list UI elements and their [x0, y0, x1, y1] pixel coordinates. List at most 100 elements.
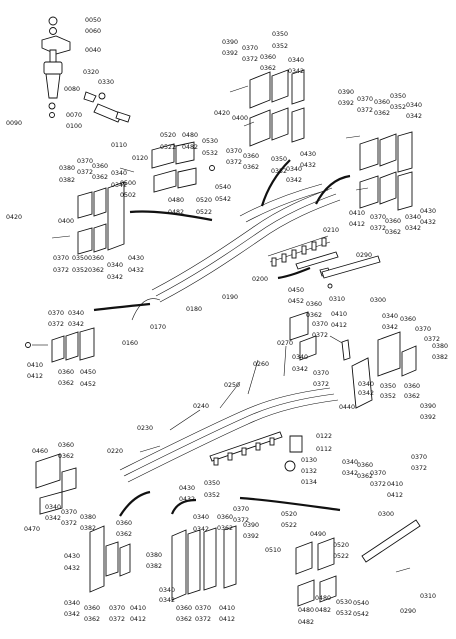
part-label-0360e: 0360	[92, 163, 108, 170]
part-label-0352b: 0352	[271, 168, 287, 175]
part-label-0362j: 0362	[404, 393, 420, 400]
part-label-0340g: 0340	[68, 310, 84, 317]
part-label-0380c: 0380	[80, 514, 96, 521]
part-label-0120: 0120	[132, 155, 148, 162]
part-label-0520a: 0520	[160, 132, 176, 139]
part-label-0270: 0270	[277, 340, 293, 347]
part-label-0420a: 0420	[214, 110, 230, 117]
part-label-0410f: 0410	[219, 605, 235, 612]
part-label-0522a: 0522	[160, 144, 176, 151]
part-label-0372m: 0372	[61, 520, 77, 527]
part-label-0530b: 0530	[336, 599, 352, 606]
arrows	[93, 159, 351, 517]
part-label-0300b: 0300	[378, 511, 394, 518]
part-label-0340l: 0340	[45, 504, 61, 511]
part-label-0362f: 0362	[88, 267, 104, 274]
injector-assembly	[41, 16, 131, 123]
part-label-0340n: 0340	[64, 600, 80, 607]
part-label-0342h: 0342	[292, 366, 308, 373]
part-label-0340d: 0340	[405, 214, 421, 221]
part-label-0432d: 0432	[179, 496, 195, 503]
part-label-0432c: 0432	[128, 267, 144, 274]
part-label-0370b: 0370	[226, 148, 242, 155]
part-label-0382d: 0382	[146, 563, 162, 570]
part-label-0342b: 0342	[286, 177, 302, 184]
part-label-0362g: 0362	[58, 380, 74, 387]
part-label-0290a: 0290	[356, 252, 372, 259]
part-label-0432e: 0432	[64, 565, 80, 572]
part-label-0362k: 0362	[357, 473, 373, 480]
part-label-0430b: 0430	[420, 208, 436, 215]
part-label-0390c: 0390	[420, 403, 436, 410]
part-label-0362l: 0362	[58, 453, 74, 460]
part-label-0410c: 0410	[331, 311, 347, 318]
part-label-0410a: 0410	[349, 210, 365, 217]
part-label-0370g: 0370	[48, 310, 64, 317]
part-label-0360j: 0360	[404, 383, 420, 390]
part-label-0132: 0132	[301, 468, 317, 475]
part-label-0342o: 0342	[159, 597, 175, 604]
part-label-0372c: 0372	[357, 107, 373, 114]
part-label-0060: 0060	[85, 28, 101, 35]
part-label-0432b: 0432	[420, 219, 436, 226]
part-label-0342c: 0342	[406, 113, 422, 120]
part-label-0390b: 0390	[338, 89, 354, 96]
part-label-0090: 0090	[6, 120, 22, 127]
part-label-0110: 0110	[111, 142, 127, 149]
part-label-0362h: 0362	[306, 312, 322, 319]
part-label-0372b: 0372	[226, 159, 242, 166]
part-label-0352d: 0352	[72, 267, 88, 274]
part-label-0360f: 0360	[88, 255, 104, 262]
part-label-0540b: 0540	[353, 600, 369, 607]
part-label-0520d: 0520	[333, 542, 349, 549]
part-label-0480b: 0480	[168, 197, 184, 204]
part-label-0362c: 0362	[374, 110, 390, 117]
part-label-0350e: 0350	[380, 383, 396, 390]
part-label-0380b: 0380	[432, 343, 448, 350]
part-label-0380a: 0380	[59, 165, 75, 172]
part-label-0342d: 0342	[405, 225, 421, 232]
part-label-0482c: 0482	[298, 619, 314, 626]
part-label-0480c: 0480	[298, 607, 314, 614]
part-label-0340e: 0340	[111, 170, 127, 177]
part-label-0370l: 0370	[411, 454, 427, 461]
part-label-0250: 0250	[224, 382, 240, 389]
part-label-0112: 0112	[316, 446, 332, 453]
part-label-0372p: 0372	[195, 616, 211, 623]
part-label-0370o: 0370	[109, 605, 125, 612]
part-label-0342a: 0342	[288, 68, 304, 75]
part-label-0490: 0490	[310, 531, 326, 538]
part-label-0372l: 0372	[411, 465, 427, 472]
part-label-0360m: 0360	[116, 520, 132, 527]
part-label-0240: 0240	[193, 403, 209, 410]
part-label-0342f: 0342	[107, 274, 123, 281]
part-label-0352c: 0352	[390, 104, 406, 111]
part-label-0382a: 0382	[59, 177, 75, 184]
part-label-0532b: 0532	[336, 610, 352, 617]
part-label-0392c: 0392	[420, 414, 436, 421]
part-label-0380d: 0380	[146, 552, 162, 559]
clamp-group-lower-left	[35, 453, 131, 593]
part-label-0372j: 0372	[424, 336, 440, 343]
part-label-0362n: 0362	[217, 525, 233, 532]
part-label-0410e: 0410	[130, 605, 146, 612]
part-number-labels: 0050006000400320033000800090007001000110…	[6, 17, 448, 626]
part-label-0352f: 0352	[204, 492, 220, 499]
part-label-0400a: 0400	[232, 115, 248, 122]
part-label-0370d: 0370	[370, 214, 386, 221]
part-label-0160: 0160	[122, 340, 138, 347]
part-label-0452b: 0452	[288, 298, 304, 305]
part-label-0080: 0080	[64, 86, 80, 93]
part-label-0520b: 0520	[196, 197, 212, 204]
clamp-group-lower-right	[295, 537, 337, 607]
part-label-0370j: 0370	[415, 326, 431, 333]
part-label-0360l: 0360	[58, 442, 74, 449]
part-label-0370a: 0370	[242, 45, 258, 52]
part-label-0480a: 0480	[182, 132, 198, 139]
part-label-0342m: 0342	[193, 526, 209, 533]
part-label-0530a: 0530	[202, 138, 218, 145]
part-label-0410b: 0410	[27, 362, 43, 369]
part-label-0430c: 0430	[128, 255, 144, 262]
